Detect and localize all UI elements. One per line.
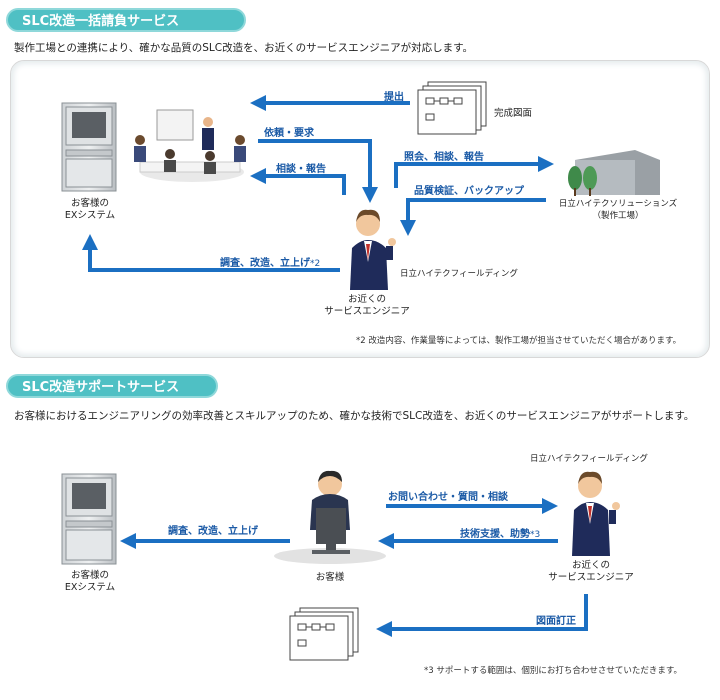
service-engineer-icon-1: [350, 209, 396, 290]
section2-description: お客様におけるエンジニアリングの効率改善とスキルアップのため、確かな技術でSLC…: [14, 410, 695, 422]
ex-system-machine-icon-1: [61, 102, 117, 192]
drawing-label-1: 完成図面: [494, 108, 533, 119]
arrow-revise-label: 図面訂正: [536, 616, 576, 627]
section2-footnote: *3 サポートする範囲は、個別にお打ち合わせさせていただきます。: [424, 666, 683, 676]
arrow-quality: [400, 198, 546, 236]
arrow-inquiry-label: 照会、相談、報告: [404, 152, 484, 163]
factory-label: 日立ハイテクソリューションズ （製作工場）: [558, 199, 678, 221]
client-label: お客様: [315, 572, 345, 583]
arrow-inquiry-label-2: お問い合わせ・質問・相談: [388, 492, 508, 503]
customer-ex-system-label-2: お客様の EXシステム: [64, 570, 116, 593]
drawing-documents-icon-2: [289, 607, 359, 661]
fielding-label-1: 日立ハイテクフィールディング: [400, 269, 518, 279]
ex-system-machine-icon-2: [61, 473, 117, 565]
section1-panel: [10, 60, 710, 358]
arrow-support-label: 技術支援、助勢*3: [460, 529, 541, 540]
engineer-label-1: お近くの サービスエンジニア: [324, 294, 410, 317]
arrow-submit-label: 提出: [384, 92, 404, 103]
section1-title: SLC改造一括請負サービス: [6, 8, 246, 32]
arrow-consult-label: 相談・報告: [276, 164, 326, 175]
section2-title: SLC改造サポートサービス: [6, 374, 218, 398]
customer-at-computer-icon: [274, 470, 386, 564]
fielding-label-2: 日立ハイテクフィールディング: [530, 454, 648, 464]
engineer-label-2: お近くの サービスエンジニア: [548, 560, 634, 583]
customer-ex-system-label-1: お客様の EXシステム: [64, 198, 116, 221]
drawing-documents-icon-1: [417, 81, 487, 135]
arrow-adjust-label-2: 調査、改造、立上げ: [168, 526, 258, 537]
section1-footnote: *2 改造内容、作業量等によっては、製作工場が担当させていただく場合があります。: [356, 336, 682, 346]
arrow-adjust-1: [82, 234, 340, 272]
arrow-inquiry: [394, 156, 554, 188]
arrow-request-label: 依頼・要求: [264, 128, 314, 139]
arrow-consult: [250, 168, 346, 195]
section1-description: 製作工場との連携により、確かな品質のSLC改造を、お近くのサービスエンジニアが対…: [14, 42, 474, 54]
arrow-request: [258, 139, 378, 203]
factory-icon: [568, 150, 660, 196]
meeting-scene-icon: [134, 109, 246, 182]
arrow-quality-label: 品質検証、バックアップ: [414, 186, 524, 197]
arrow-revise: [376, 594, 588, 637]
arrow-adjust-label-1: 調査、改造、立上げ*2: [220, 258, 321, 269]
service-engineer-icon-2: [572, 471, 620, 556]
